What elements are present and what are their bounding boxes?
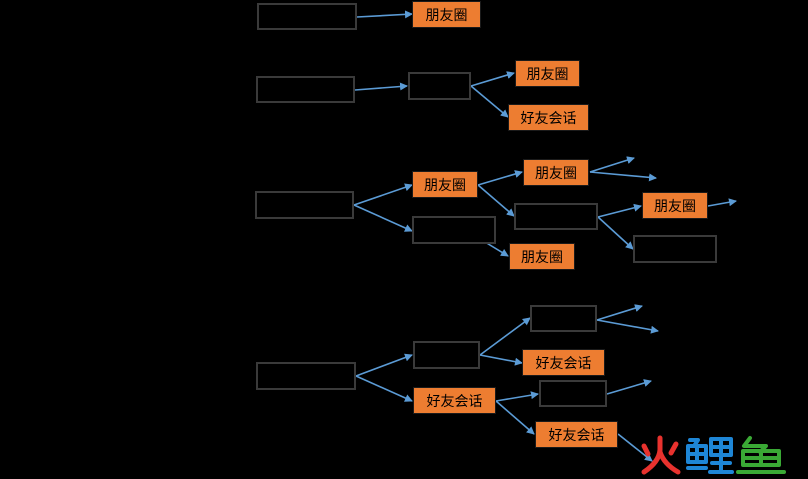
arrow <box>353 204 413 232</box>
arrow <box>484 241 509 257</box>
node-haoyouhuihua: 好友会话 <box>522 349 605 376</box>
arrow <box>470 71 515 87</box>
arrow <box>617 433 653 462</box>
arrow <box>596 319 659 334</box>
arrow <box>589 171 657 182</box>
empty-node <box>256 362 356 390</box>
arrow <box>707 198 737 207</box>
arrow <box>479 354 523 366</box>
node-pengyouquan: 朋友圈 <box>642 192 708 219</box>
node-pengyouquan: 朋友圈 <box>523 159 589 186</box>
arrow <box>355 375 413 402</box>
node-haoyouhuihua: 好友会话 <box>535 421 618 448</box>
arrow <box>495 391 539 402</box>
node-pengyouquan: 朋友圈 <box>509 243 575 270</box>
empty-node <box>412 216 496 244</box>
node-pengyouquan: 朋友圈 <box>412 1 481 28</box>
empty-node <box>255 191 354 219</box>
arrow <box>356 10 413 19</box>
arrow <box>597 216 634 250</box>
node-pengyouquan: 朋友圈 <box>515 60 580 87</box>
arrow <box>477 170 523 186</box>
arrow <box>479 317 531 356</box>
arrow <box>495 400 535 435</box>
arrow <box>589 156 635 173</box>
arrow <box>354 82 408 91</box>
arrow <box>606 379 652 395</box>
empty-node <box>257 3 357 30</box>
node-haoyouhuihua: 好友会话 <box>413 387 496 414</box>
arrow <box>355 353 413 377</box>
empty-node <box>539 380 607 407</box>
empty-node <box>514 203 598 230</box>
arrow <box>596 304 643 321</box>
arrow <box>597 203 642 218</box>
node-haoyouhuihua: 好友会话 <box>508 104 589 131</box>
node-pengyouquan: 朋友圈 <box>412 171 478 198</box>
arrow <box>353 183 413 206</box>
empty-node <box>408 72 471 100</box>
empty-node <box>256 76 355 103</box>
empty-node <box>413 341 480 369</box>
arrow <box>470 85 509 118</box>
empty-node <box>633 235 717 263</box>
arrow <box>477 184 515 217</box>
empty-node <box>530 305 597 332</box>
huoliyu-logo <box>641 435 786 475</box>
